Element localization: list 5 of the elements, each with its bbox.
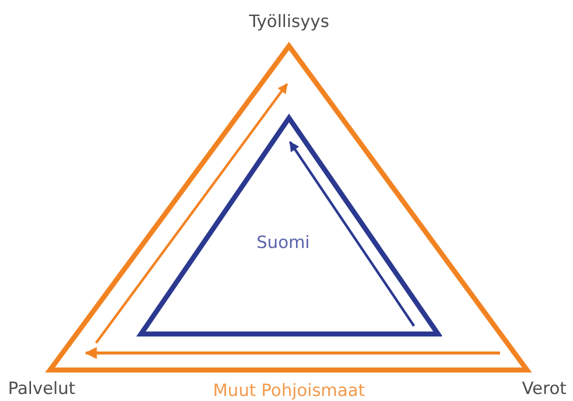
- corner-label: Palvelut: [8, 379, 76, 399]
- corner-label: Työllisyys: [249, 12, 330, 32]
- region-label: Suomi: [256, 233, 310, 253]
- corner-label: Verot: [522, 379, 566, 399]
- region-label: Muut Pohjoismaat: [213, 381, 365, 401]
